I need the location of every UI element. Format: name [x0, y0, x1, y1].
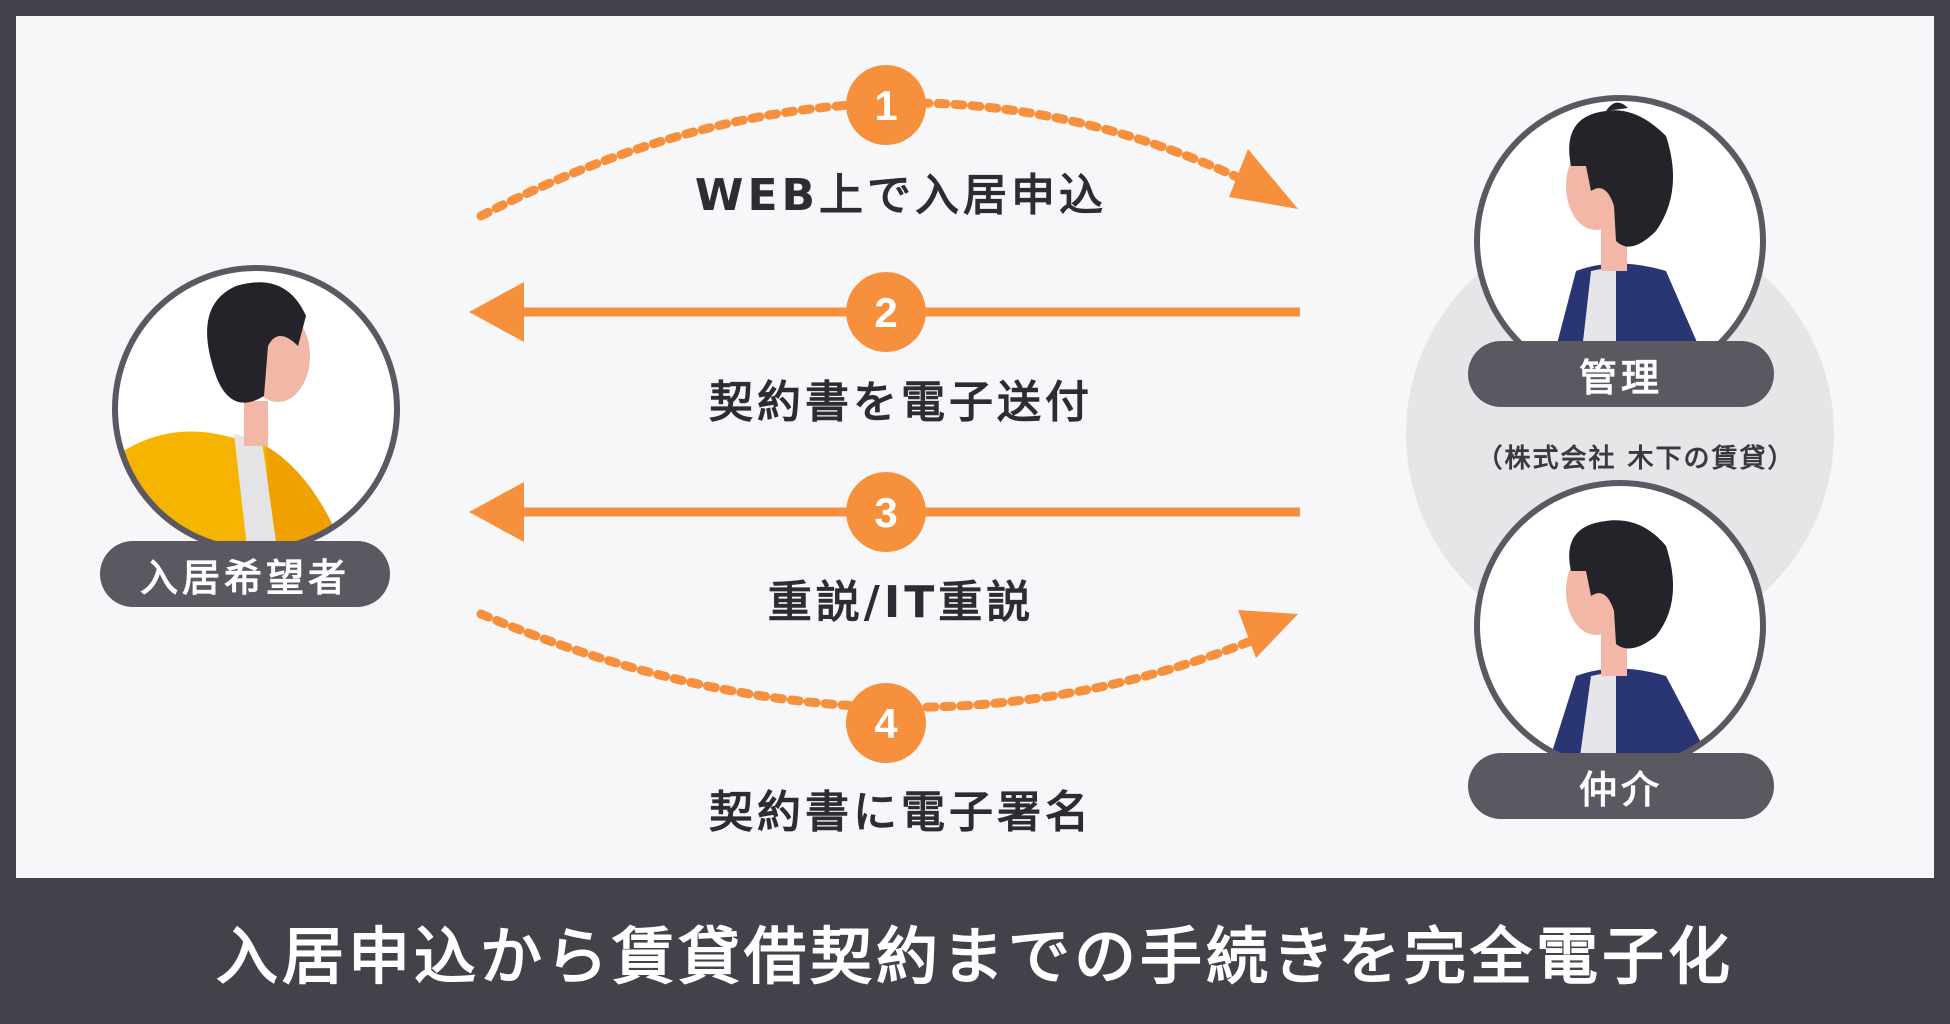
management-company: （株式会社 木下の賃貸）	[1476, 444, 1796, 474]
step-1-badge: 1	[846, 65, 926, 145]
footer-title: 入居申込から賃貸借契約までの手続きを完全電子化	[215, 920, 1734, 993]
step-2-number: 2	[874, 289, 897, 336]
step-3-badge: 3	[846, 472, 926, 552]
step-1-label: WEB上で入居申込	[694, 170, 1108, 221]
broker-avatar	[1474, 480, 1766, 772]
broker-label: 仲介	[1468, 753, 1774, 819]
applicant-avatar	[112, 265, 400, 553]
step-3-number: 3	[874, 489, 897, 536]
step-4-label: 契約書に電子署名	[709, 787, 1093, 838]
step-1-number: 1	[874, 82, 897, 129]
diagram-panel: 1 2 3 4	[16, 16, 1934, 878]
management-label: 管理	[1468, 341, 1774, 407]
step-3-label: 重説/IT重説	[767, 577, 1035, 628]
applicant-label: 入居希望者	[100, 541, 390, 607]
step-2-badge: 2	[846, 272, 926, 352]
step-4-number: 4	[874, 700, 898, 747]
step-4-badge: 4	[846, 683, 926, 763]
step-2-label: 契約書を電子送付	[709, 377, 1093, 428]
